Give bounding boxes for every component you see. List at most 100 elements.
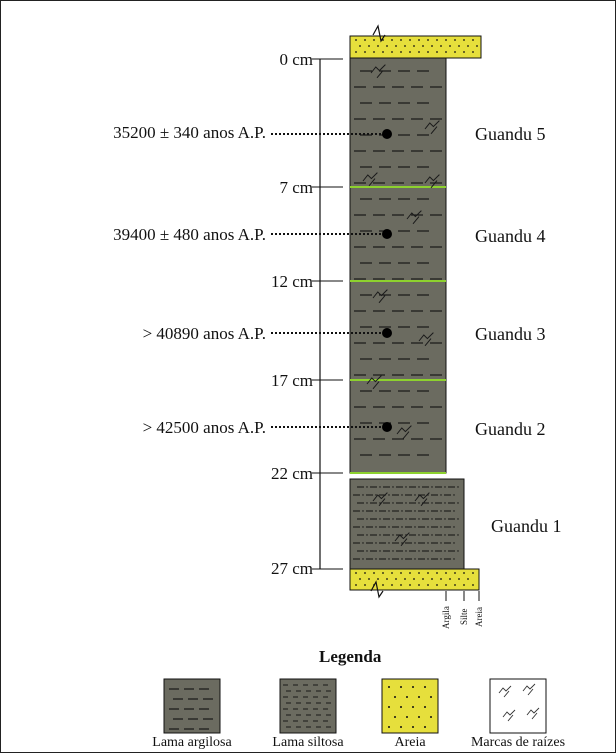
sand-dot [382,584,384,586]
legend-sand-dot [424,686,426,688]
root-mark [406,210,422,225]
silt-dot [457,550,459,552]
sand-dot [445,584,447,586]
legend-sand-pattern [388,686,432,728]
silt-dot [388,542,390,544]
sample-dot-4 [382,422,392,432]
sand-dot [436,572,438,574]
sand-dot [427,584,429,586]
legend-swatch-clay [163,678,221,734]
sand-dot [422,45,424,47]
silt-dot [427,542,429,544]
root-mark [418,332,434,347]
silt-dot [444,534,446,536]
silt-dot [414,526,416,528]
silt-dot [453,558,455,560]
silt-dot [362,558,364,560]
silt-dot [392,486,394,488]
sand-dot [454,51,456,53]
silt-dot [375,494,377,496]
depth-label-7: 7 cm [279,178,313,197]
legend-swatch-sand [381,678,439,734]
silt-dot [366,518,368,520]
sample-dot-3 [382,328,392,338]
legend-sand-dot [412,686,414,688]
sand-dot [454,39,456,41]
silt-dot [418,502,420,504]
sand-dot [472,584,474,586]
unit-label-guandu-5: Guandu 5 [475,124,546,144]
sand-dot [368,45,370,47]
sand-dot [431,578,433,580]
sand-dot [472,51,474,53]
root-mark [424,174,440,189]
break-symbol-top [372,24,386,43]
clay-mud-column [349,57,447,474]
sand-dot [400,51,402,53]
legend-title: Legenda [319,647,382,666]
root-mark [370,64,386,79]
root-mark [502,709,516,722]
sand-dot [454,572,456,574]
root-mark [498,685,512,698]
legend-sand-dot [400,726,402,728]
silt-dot [375,558,377,560]
root-mark [424,120,440,135]
sand-dot [431,45,433,47]
sample-date-1: 35200 ± 340 anos A.P. [113,123,266,142]
silt-dot [366,486,368,488]
silt-dashes [353,486,459,560]
sand-dot [364,572,366,574]
silt-dot [366,534,368,536]
silt-dot [453,542,455,544]
bottom-sand-dots [355,572,474,586]
sand-dot [409,39,411,41]
silt-dot [362,542,364,544]
sand-dot [472,572,474,574]
legend-sand-dot [430,696,432,698]
sand-dot [373,572,375,574]
silt-dot [392,550,394,552]
legend-sand-dot [418,696,420,698]
legend-swatch-roots [489,678,547,734]
silt-dot [457,502,459,504]
sand-dot [386,45,388,47]
silt-dot [401,542,403,544]
silt-dot [418,534,420,536]
silt-dot [362,494,364,496]
sand-dot [418,584,420,586]
silt-dot [366,502,368,504]
silt-dot [388,526,390,528]
silt-dot [379,534,381,536]
silt-dot [362,510,364,512]
root-marks [362,64,440,547]
top-sand-dots [355,39,478,53]
silt-dot [444,502,446,504]
sand-dot [364,39,366,41]
silt-dot [379,486,381,488]
sand-dot [386,578,388,580]
sand-dot [463,584,465,586]
silt-dot [414,510,416,512]
silt-dot [431,502,433,504]
depth-ticks [312,58,343,570]
sample-date-4: > 42500 anos A.P. [142,418,266,437]
silt-dot [457,534,459,536]
sand-dot [440,578,442,580]
sand-dot [458,578,460,580]
legend-sand-dot [406,716,408,718]
sand-dot [413,578,415,580]
grain-label-areia: Areia [474,607,484,627]
sand-dot [359,578,361,580]
root-mark [396,425,412,440]
root-mark [414,492,430,507]
silt-dot [414,558,416,560]
legend-sand-dot [394,696,396,698]
sand-dot [436,39,438,41]
legend-sand-dot [424,726,426,728]
break-symbol-bottom [370,580,384,599]
sand-dot [395,45,397,47]
root-mark [362,172,378,187]
sand-dot [445,572,447,574]
sand-dot [395,578,397,580]
